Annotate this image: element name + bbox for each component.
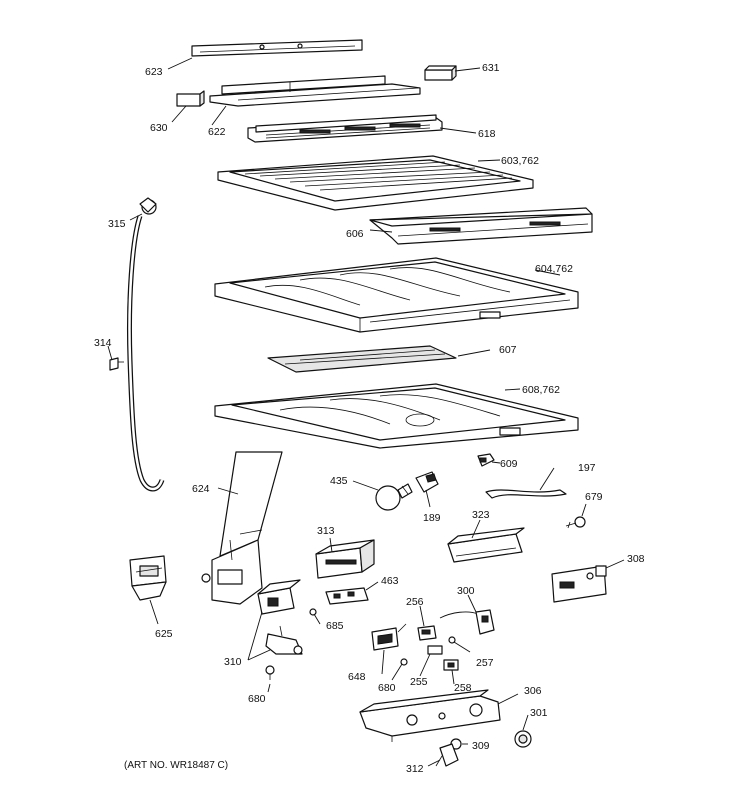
label-607: 607: [499, 344, 517, 356]
part-258-block: [443, 659, 459, 671]
label-623: 623: [145, 66, 163, 78]
part-603-shelf: [217, 155, 534, 211]
label-323: 323: [472, 509, 490, 521]
label-301: 301: [530, 707, 548, 719]
part-256-connector: [417, 625, 437, 641]
part-310-damper: [257, 579, 303, 655]
part-197-strip: [485, 489, 567, 499]
part-257: [448, 636, 471, 653]
part-463-plate: [325, 587, 369, 605]
label-255: 255: [410, 676, 428, 688]
part-622-tray: [209, 75, 421, 107]
label-306: 306: [524, 685, 542, 697]
part-308-plate: [551, 565, 607, 603]
shelf-slats: [244, 161, 513, 191]
part-679-screw: [565, 516, 586, 529]
leader-lines: [107, 57, 625, 767]
label-603-762: 603,762: [501, 155, 539, 167]
label-685: 685: [326, 620, 344, 632]
label-680-a: 680: [378, 682, 396, 694]
label-312: 312: [406, 763, 424, 775]
label-313: 313: [317, 525, 335, 537]
part-623-strip: [191, 39, 363, 57]
part-604-pan: [214, 257, 579, 333]
part-189-socket: [415, 471, 439, 493]
part-314-clip: [109, 357, 124, 371]
part-323-bracket: [447, 527, 525, 563]
part-680-screw: [400, 658, 408, 666]
label-608-762: 608,762: [522, 384, 560, 396]
art-number: (ART NO. WR18487 C): [124, 760, 228, 771]
label-679: 679: [585, 491, 603, 503]
part-435-bulb: [375, 483, 413, 511]
part-301-knob: [514, 730, 532, 748]
part-300-harness: [439, 609, 495, 635]
label-308: 308: [627, 553, 645, 565]
label-300: 300: [457, 585, 475, 597]
label-189: 189: [423, 512, 441, 524]
label-315: 315: [108, 218, 126, 230]
label-314: 314: [94, 337, 112, 349]
label-257: 257: [476, 657, 494, 669]
label-631: 631: [482, 62, 500, 74]
part-630-block: [176, 90, 205, 107]
label-606: 606: [346, 228, 364, 240]
label-648: 648: [348, 671, 366, 683]
part-306-housing: [359, 689, 501, 742]
label-618: 618: [478, 128, 496, 140]
part-313-box: [315, 539, 375, 579]
label-197: 197: [578, 462, 596, 474]
label-624: 624: [192, 483, 210, 495]
part-624-duct: [201, 451, 283, 605]
label-256: 256: [406, 596, 424, 608]
part-608-pan: [214, 383, 579, 449]
part-315-tube: [126, 197, 165, 492]
label-680-b: 680: [248, 693, 266, 705]
label-609: 609: [500, 458, 518, 470]
part-680-screw-b: [265, 665, 275, 680]
label-309: 309: [472, 740, 490, 752]
label-625: 625: [155, 628, 173, 640]
label-463: 463: [381, 575, 399, 587]
label-258: 258: [454, 682, 472, 694]
part-685-screw: [309, 608, 317, 616]
part-631-block: [424, 65, 457, 81]
part-607-mesh: [267, 345, 457, 373]
label-604-762: 604,762: [535, 263, 573, 275]
label-622: 622: [208, 126, 226, 138]
part-255-block: [427, 645, 443, 655]
label-630: 630: [150, 122, 168, 134]
part-606-drawer-front: [369, 207, 593, 245]
part-618-cover: [247, 114, 443, 143]
part-648-relay: [371, 623, 407, 651]
label-310: 310: [224, 656, 242, 668]
part-609: [477, 453, 495, 467]
label-435: 435: [330, 475, 348, 487]
part-625-housing: [129, 555, 167, 601]
